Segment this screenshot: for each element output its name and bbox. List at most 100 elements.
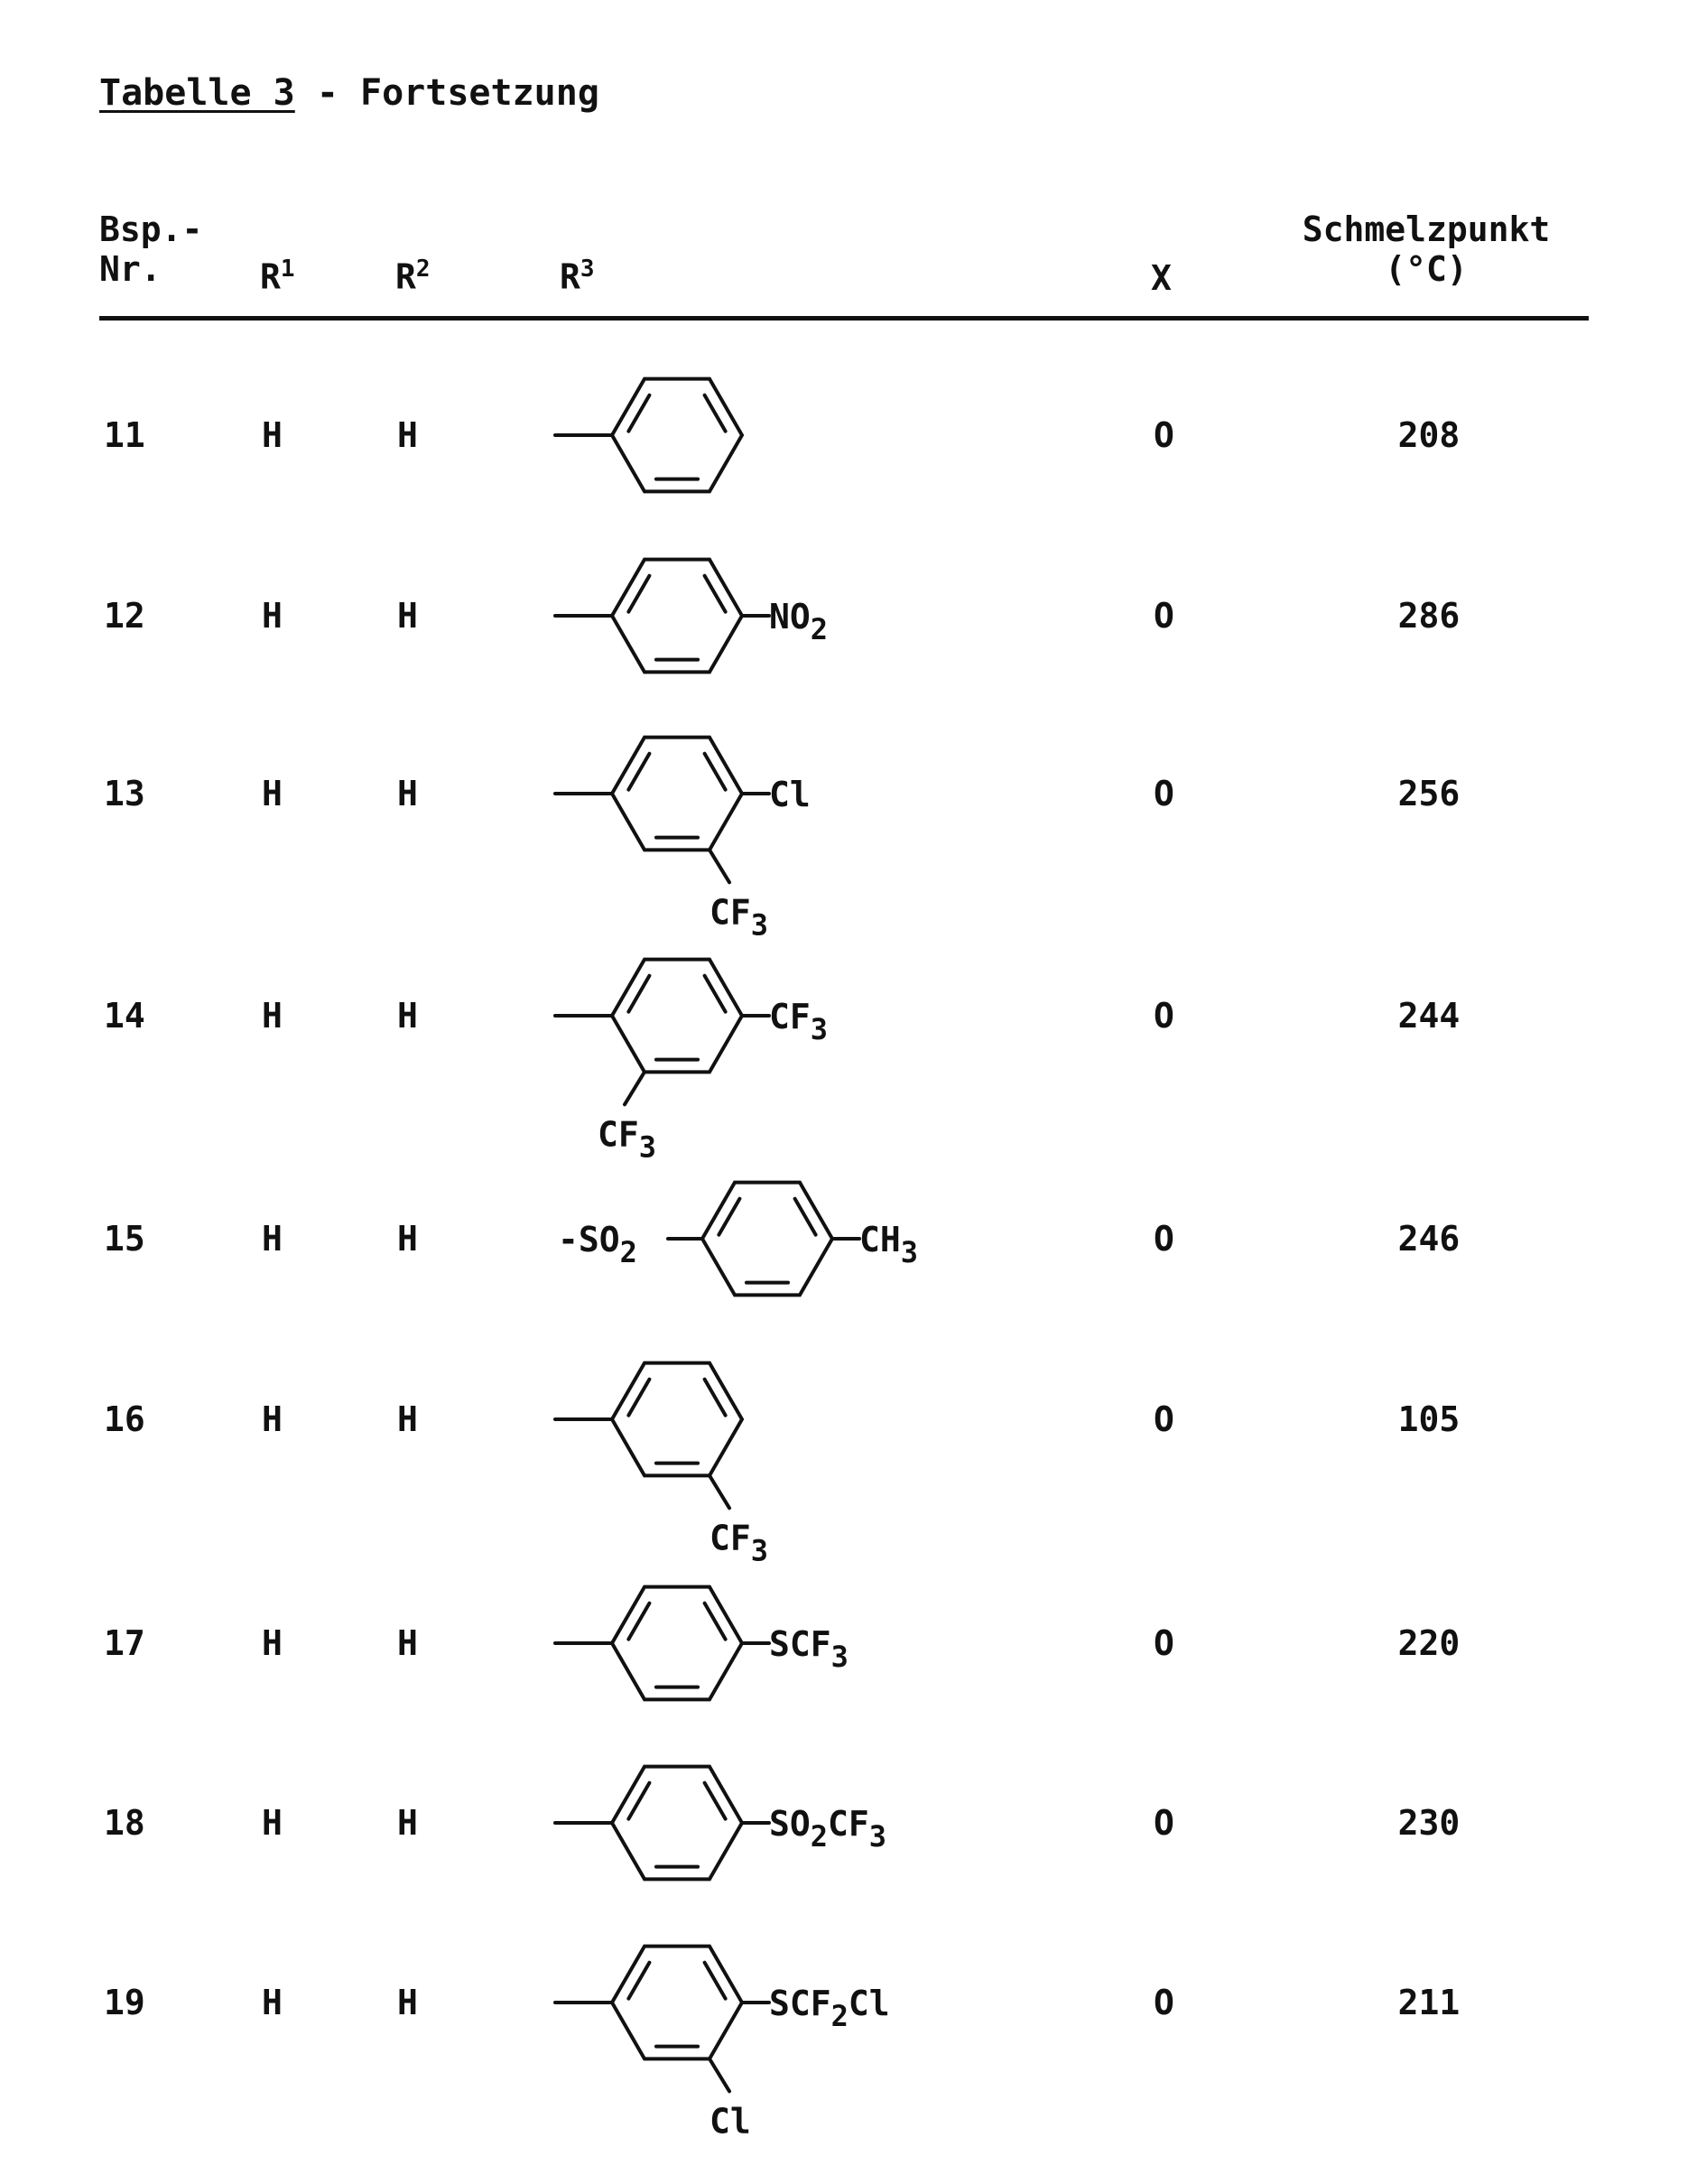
meta-bond [710, 1475, 729, 1508]
ring-double-bond [705, 976, 726, 1012]
row-nr: 13 [104, 774, 145, 813]
ring-double-bond [705, 395, 726, 432]
meta-bond [710, 850, 729, 882]
row-nr: 16 [104, 1399, 145, 1439]
ring-double-bond [628, 395, 649, 432]
row-r1: H [262, 1803, 283, 1843]
para-substituent-label: SCF3 [769, 1624, 849, 1674]
header-r2-sup: 2 [416, 256, 431, 283]
header-bsp-line2: Nr. [99, 249, 202, 289]
row-x: O [1154, 1399, 1174, 1439]
row-melting-point: 220 [1312, 1623, 1546, 1663]
header-mp-line1: Schmelzpunkt [1255, 209, 1598, 249]
meta-bond [710, 2059, 729, 2091]
header-r1-sup: 1 [281, 256, 295, 283]
ring-double-bond [628, 1783, 649, 1819]
row-r1: H [262, 774, 283, 813]
header-r1: R1 [260, 249, 295, 297]
meta-substituent-label: CF3 [710, 1518, 768, 1567]
row-r1: H [262, 1219, 283, 1259]
benzene-ring [612, 738, 742, 850]
row-x: O [1154, 1803, 1174, 1843]
benzene-ring [612, 1767, 742, 1880]
row-r2: H [397, 1623, 418, 1663]
benzene-ring [612, 1363, 742, 1476]
row-x: O [1154, 774, 1174, 813]
row-melting-point: 230 [1312, 1803, 1546, 1843]
para-substituent-label: SO2CF3 [769, 1804, 886, 1854]
row-melting-point: 286 [1312, 596, 1546, 636]
benzene-ring [612, 960, 742, 1073]
ring-double-bond [628, 576, 649, 612]
row-nr: 19 [104, 1983, 145, 2022]
ortho-substituent-label: CF3 [598, 1114, 656, 1164]
benzene-ring [612, 379, 742, 492]
row-r1: H [262, 1623, 283, 1663]
row-nr: 17 [104, 1623, 145, 1663]
meta-substituent-label: Cl [710, 2101, 751, 2141]
row-r2: H [397, 596, 418, 636]
header-x: X [1151, 258, 1172, 298]
row-nr: 18 [104, 1803, 145, 1843]
row-melting-point: 211 [1312, 1983, 1546, 2022]
row-r2: H [397, 996, 418, 1036]
row-nr: 14 [104, 996, 145, 1036]
ring-double-bond [705, 1380, 726, 1416]
row-nr: 11 [104, 415, 145, 455]
row-r1: H [262, 1399, 283, 1439]
ortho-bond [625, 1072, 645, 1104]
ring-double-bond [795, 1199, 816, 1235]
para-substituent-label: CF3 [769, 997, 828, 1046]
row-r2: H [397, 415, 418, 455]
ring-double-bond [628, 976, 649, 1012]
r3-prefix-label: -SO2 [558, 1220, 637, 1269]
ring-double-bond [705, 1783, 726, 1819]
para-substituent-label: NO2 [769, 597, 828, 646]
para-substituent-label: CH3 [859, 1220, 918, 1269]
row-r2: H [397, 1803, 418, 1843]
row-r1: H [262, 1983, 283, 2022]
row-x: O [1154, 996, 1174, 1036]
ring-double-bond [719, 1199, 739, 1235]
ring-double-bond [705, 576, 726, 612]
header-r1-letter: R [260, 257, 281, 297]
header-bsp-line1: Bsp.- [99, 209, 202, 249]
row-r2: H [397, 1983, 418, 2022]
row-r2: H [397, 1219, 418, 1259]
ring-double-bond [628, 1603, 649, 1640]
ring-double-bond [705, 754, 726, 790]
header-mp-line2: (°C) [1255, 249, 1598, 289]
para-substituent-label: SCF2Cl [769, 1984, 890, 2033]
header-melting-point: Schmelzpunkt (°C) [1255, 209, 1598, 289]
header-rule [99, 316, 1589, 321]
row-melting-point: 256 [1312, 774, 1546, 813]
row-nr: 15 [104, 1219, 145, 1259]
header-r3-sup: 3 [580, 256, 595, 283]
meta-substituent-label: CF3 [710, 892, 768, 942]
header-r3: R3 [560, 249, 595, 297]
row-x: O [1154, 415, 1174, 455]
header-r2: R2 [395, 249, 431, 297]
row-x: O [1154, 1219, 1174, 1259]
benzene-ring [612, 1587, 742, 1700]
header-bsp-nr: Bsp.- Nr. [99, 209, 202, 289]
table-title: Tabelle 3 - Fortsetzung [99, 72, 599, 114]
row-r2: H [397, 774, 418, 813]
table-title-suffix: - Fortsetzung [295, 72, 599, 114]
header-r2-letter: R [395, 257, 416, 297]
row-nr: 12 [104, 596, 145, 636]
ring-double-bond [705, 1963, 726, 1999]
benzene-ring [612, 560, 742, 673]
row-melting-point: 246 [1312, 1219, 1546, 1259]
row-x: O [1154, 596, 1174, 636]
row-melting-point: 244 [1312, 996, 1546, 1036]
row-r2: H [397, 1399, 418, 1439]
row-r1: H [262, 596, 283, 636]
ring-double-bond [628, 754, 649, 790]
ring-double-bond [628, 1380, 649, 1416]
header-r3-letter: R [560, 257, 580, 297]
para-substituent-label: Cl [769, 775, 811, 814]
row-r1: H [262, 415, 283, 455]
row-x: O [1154, 1983, 1174, 2022]
